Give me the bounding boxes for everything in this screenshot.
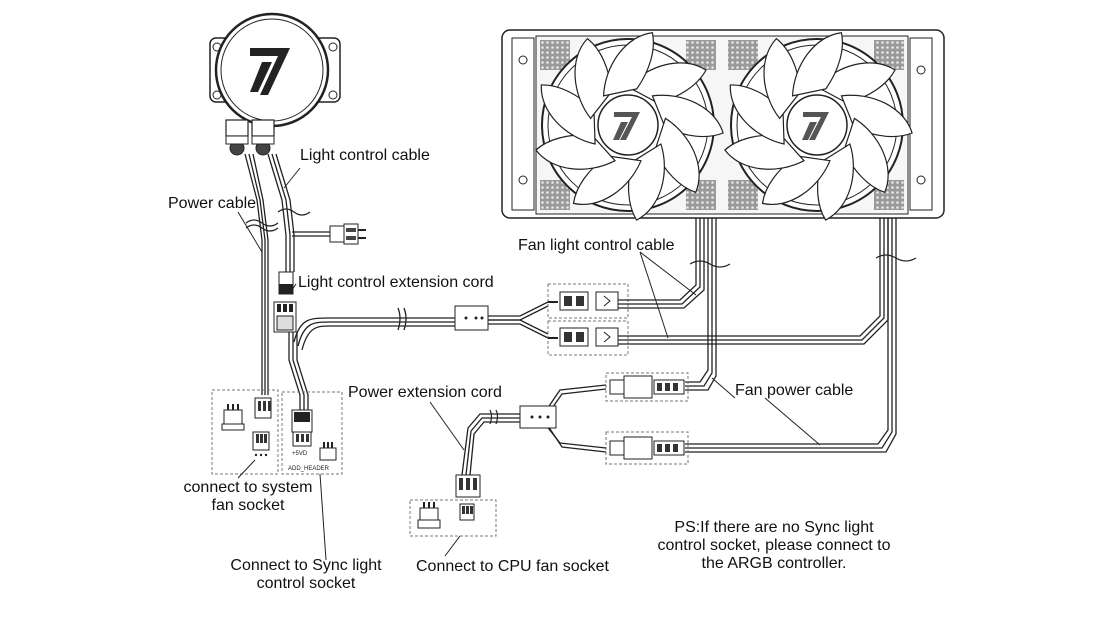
fan-light-connector-1 bbox=[548, 291, 619, 311]
sync-headers: +5VD ADD_HEADER bbox=[288, 409, 337, 472]
label-light-control-extension-cord: Light control extension cord bbox=[298, 274, 494, 291]
side-plug bbox=[329, 223, 366, 245]
system-fan-headers bbox=[221, 397, 272, 457]
ps-note-line1: PS:If there are no Sync light bbox=[674, 519, 874, 536]
ps-note: PS:If there are no Sync light control so… bbox=[636, 519, 912, 573]
label-system-fan-line1: connect to system bbox=[183, 479, 313, 496]
fan-light-connector-2 bbox=[548, 327, 619, 347]
power-extension-cord bbox=[461, 384, 607, 476]
fan-logo-icon bbox=[613, 112, 640, 140]
label-light-control-cable: Light control cable bbox=[300, 147, 430, 164]
label-fan-light-control-cable: Fan light control cable bbox=[518, 237, 675, 254]
pump-light-connector bbox=[273, 271, 297, 333]
fan-power-connector-1 bbox=[609, 375, 685, 399]
ps-note-line3: the ARGB controller. bbox=[701, 555, 847, 572]
fan-logo-icon bbox=[802, 112, 829, 140]
fan-cables bbox=[618, 218, 897, 453]
label-system-fan-socket: connect to system fan socket bbox=[170, 479, 326, 515]
label-sync-line2: control socket bbox=[256, 575, 356, 592]
label-fan-power-cable: Fan power cable bbox=[735, 382, 854, 399]
cpu-fan-plug bbox=[455, 474, 481, 498]
label-power-cable: Power cable bbox=[168, 195, 257, 212]
label-power-extension-cord: Power extension cord bbox=[348, 384, 502, 401]
ps-note-line2: control socket, please connect to bbox=[657, 537, 891, 554]
leader-lines bbox=[237, 167, 821, 451]
label-system-fan-line2: fan socket bbox=[211, 497, 285, 514]
light-splitter bbox=[454, 305, 489, 331]
cpu-socket-headers bbox=[417, 502, 475, 529]
logo-icon bbox=[250, 48, 290, 95]
fan-right bbox=[721, 26, 918, 225]
pin-label: +5VD bbox=[292, 451, 308, 457]
label-sync-line1: Connect to Sync light bbox=[230, 557, 382, 574]
pump-cables bbox=[244, 153, 330, 395]
pump-head bbox=[209, 12, 341, 156]
label-sync-socket: Connect to Sync light control socket bbox=[214, 557, 398, 593]
fan-power-connector-2 bbox=[609, 436, 685, 460]
fan-left bbox=[532, 26, 729, 225]
power-splitter bbox=[519, 405, 557, 429]
light-extension-cord bbox=[288, 301, 549, 410]
add-header-label: ADD_HEADER bbox=[288, 466, 330, 472]
label-cpu-fan-socket: Connect to CPU fan socket bbox=[416, 558, 609, 575]
